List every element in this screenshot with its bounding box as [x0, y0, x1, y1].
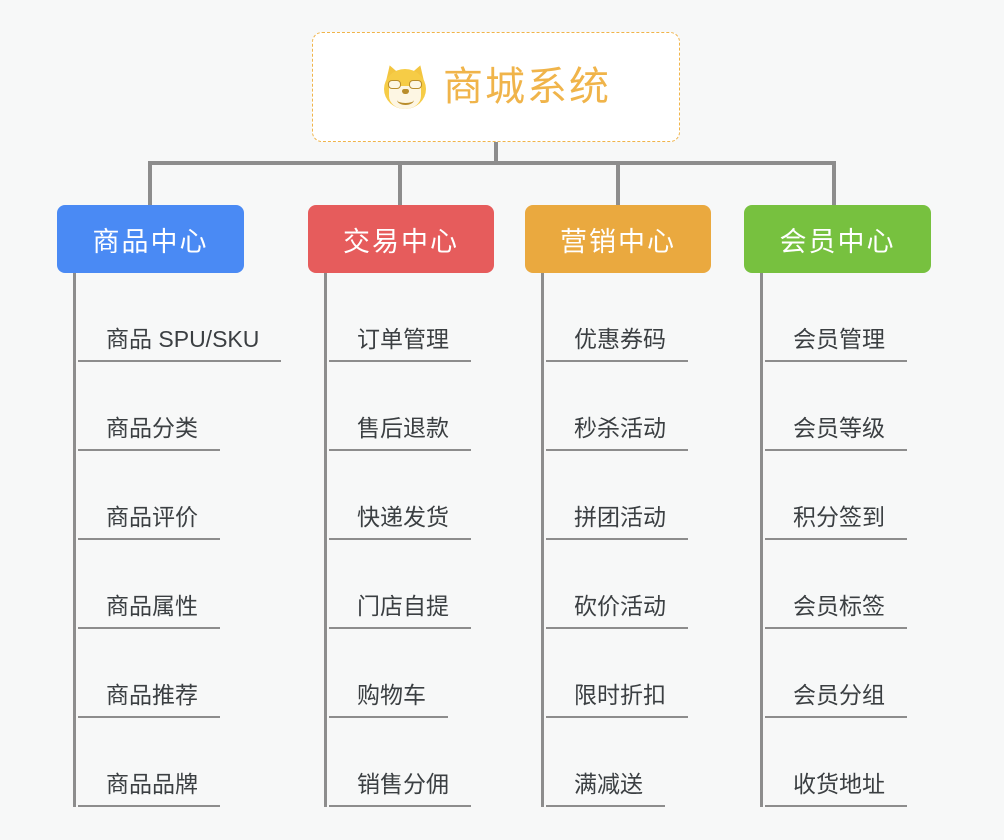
leaf-label: 会员管理	[765, 325, 907, 362]
leaf-label: 商品 SPU/SKU	[78, 325, 282, 362]
connector-drop-1	[148, 161, 152, 207]
leaf-list-member-center: 会员管理 会员等级 积分签到 会员标签 会员分组 收货地址	[760, 273, 931, 807]
list-item[interactable]: 商品分类	[76, 362, 281, 451]
leaf-label: 销售分佣	[329, 770, 471, 807]
leaf-label: 会员标签	[765, 592, 907, 629]
leaf-label: 商品推荐	[78, 681, 220, 718]
leaf-label: 会员等级	[765, 414, 907, 451]
list-item[interactable]: 订单管理	[327, 273, 494, 362]
branch-header-trade-center[interactable]: 交易中心	[308, 205, 494, 273]
leaf-label: 订单管理	[329, 325, 471, 362]
list-item[interactable]: 购物车	[327, 629, 494, 718]
list-item[interactable]: 限时折扣	[544, 629, 711, 718]
list-item[interactable]: 砍价活动	[544, 540, 711, 629]
leaf-label: 快递发货	[329, 503, 471, 540]
list-item[interactable]: 会员分组	[763, 629, 931, 718]
branch-header-product-center[interactable]: 商品中心	[57, 205, 244, 273]
leaf-label: 商品品牌	[78, 770, 220, 807]
branch-marketing-center: 营销中心 优惠券码 秒杀活动 拼团活动 砍价活动 限时折扣 满减送	[525, 205, 711, 807]
leaf-list-product-center: 商品 SPU/SKU 商品分类 商品评价 商品属性 商品推荐 商品品牌	[73, 273, 282, 807]
list-item[interactable]: 商品推荐	[76, 629, 281, 718]
root-node[interactable]: 商城系统	[312, 32, 680, 142]
leaf-label: 积分签到	[765, 503, 907, 540]
list-item[interactable]: 商品属性	[76, 540, 281, 629]
leaf-label: 商品评价	[78, 503, 220, 540]
leaf-label: 拼团活动	[546, 503, 688, 540]
list-item[interactable]: 快递发货	[327, 451, 494, 540]
leaf-label: 会员分组	[765, 681, 907, 718]
leaf-list-trade-center: 订单管理 售后退款 快递发货 门店自提 购物车 销售分佣	[324, 273, 494, 807]
leaf-list-marketing-center: 优惠券码 秒杀活动 拼团活动 砍价活动 限时折扣 满减送	[541, 273, 711, 807]
list-item[interactable]: 拼团活动	[544, 451, 711, 540]
connector-drop-4	[832, 161, 836, 207]
leaf-label: 收货地址	[765, 770, 907, 807]
leaf-label: 售后退款	[329, 414, 471, 451]
list-item[interactable]: 商品品牌	[76, 718, 281, 807]
list-item[interactable]: 销售分佣	[327, 718, 494, 807]
list-item[interactable]: 商品评价	[76, 451, 281, 540]
branch-trade-center: 交易中心 订单管理 售后退款 快递发货 门店自提 购物车 销售分佣	[308, 205, 494, 807]
list-item[interactable]: 会员标签	[763, 540, 931, 629]
list-item[interactable]: 售后退款	[327, 362, 494, 451]
branch-header-marketing-center[interactable]: 营销中心	[525, 205, 711, 273]
leaf-label: 门店自提	[329, 592, 471, 629]
leaf-label: 秒杀活动	[546, 414, 688, 451]
connector-horizontal-bus	[148, 161, 836, 165]
leaf-label: 砍价活动	[546, 592, 688, 629]
connector-root-stem	[494, 142, 498, 164]
leaf-label: 优惠券码	[546, 325, 688, 362]
list-item[interactable]: 满减送	[544, 718, 711, 807]
list-item[interactable]: 优惠券码	[544, 273, 711, 362]
leaf-label: 限时折扣	[546, 681, 688, 718]
list-item[interactable]: 会员管理	[763, 273, 931, 362]
list-item[interactable]: 商品 SPU/SKU	[76, 273, 282, 362]
leaf-label: 满减送	[546, 770, 665, 807]
branch-product-center: 商品中心 商品 SPU/SKU 商品分类 商品评价 商品属性 商品推荐 商品品牌	[57, 205, 282, 807]
list-item[interactable]: 会员等级	[763, 362, 931, 451]
leaf-label: 商品分类	[78, 414, 220, 451]
shiba-inu-icon	[381, 62, 429, 110]
leaf-label: 购物车	[329, 681, 448, 718]
branch-member-center: 会员中心 会员管理 会员等级 积分签到 会员标签 会员分组 收货地址	[744, 205, 931, 807]
leaf-label: 商品属性	[78, 592, 220, 629]
connector-drop-2	[398, 161, 402, 207]
list-item[interactable]: 积分签到	[763, 451, 931, 540]
connector-drop-3	[616, 161, 620, 207]
root-title: 商城系统	[443, 65, 611, 109]
branch-header-member-center[interactable]: 会员中心	[744, 205, 931, 273]
list-item[interactable]: 门店自提	[327, 540, 494, 629]
list-item[interactable]: 秒杀活动	[544, 362, 711, 451]
list-item[interactable]: 收货地址	[763, 718, 931, 807]
